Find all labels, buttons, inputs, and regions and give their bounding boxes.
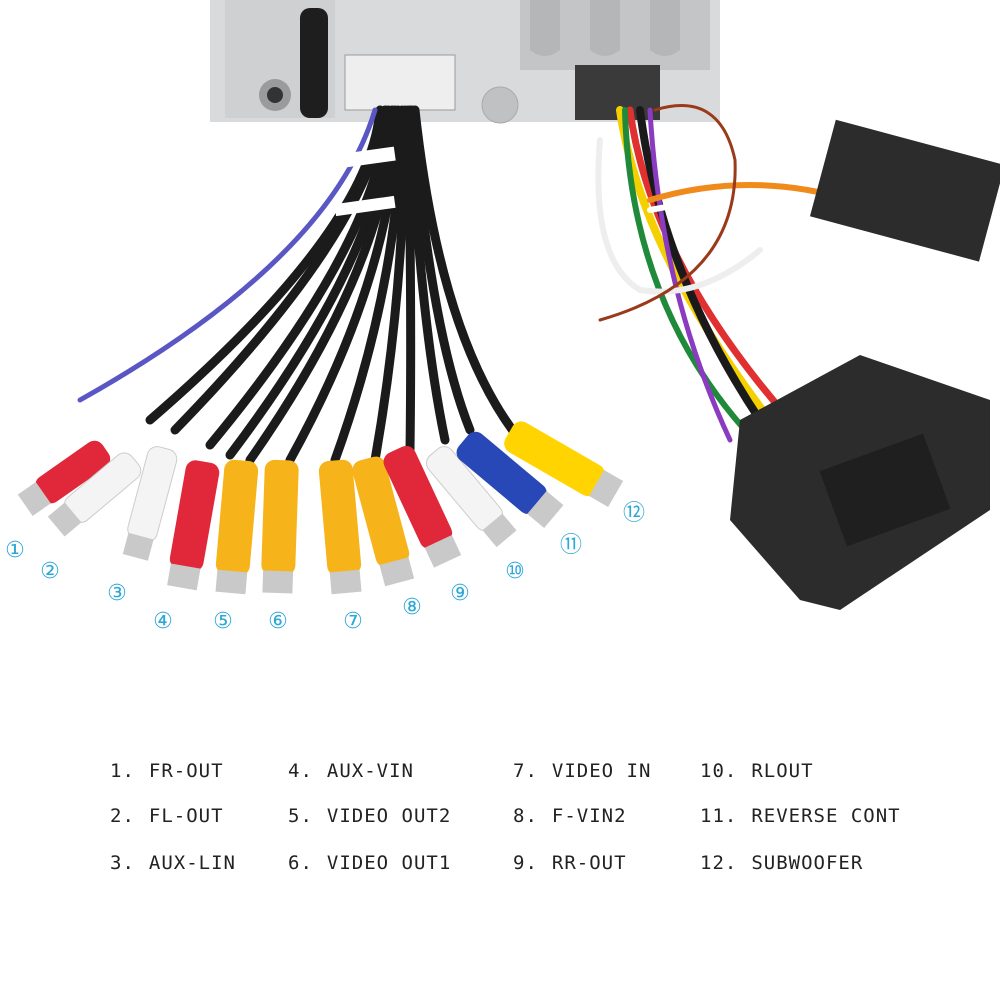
can-box <box>809 119 1000 262</box>
legend-item-7: 7.VIDEO IN <box>513 760 652 782</box>
marker-10: ⑩ <box>505 559 525 584</box>
marker-2: ② <box>40 559 60 584</box>
legend-item-3: 3.AUX-LIN <box>110 852 236 874</box>
marker-8: ⑧ <box>402 595 422 620</box>
marker-3: ③ <box>107 581 127 606</box>
legend-item-6: 6.VIDEO OUT1 <box>288 852 452 874</box>
legend-item-2: 2.FL-OUT <box>110 805 224 827</box>
legend-item-12: 12.SUBWOOFER <box>700 852 864 874</box>
legend-item-9: 9.RR-OUT <box>513 852 627 874</box>
legend-item-10: 10.RLOUT <box>700 760 814 782</box>
marker-labels: ① ② ③ ④ ⑤ ⑥ ⑦ ⑧ ⑨ ⑩ ⑪ ⑫ <box>5 501 645 634</box>
marker-7: ⑦ <box>343 609 363 634</box>
marker-6: ⑥ <box>268 609 288 634</box>
marker-9: ⑨ <box>450 581 470 606</box>
legend-item-5: 5.VIDEO OUT2 <box>288 805 452 827</box>
legend-item-1: 1.FR-OUT <box>110 760 224 782</box>
legend-item-8: 8.F-VIN2 <box>513 805 627 827</box>
marker-12: ⑫ <box>623 501 645 526</box>
rca-cable-bundle <box>77 105 525 465</box>
marker-11: ⑪ <box>560 533 582 558</box>
antenna <box>300 8 328 118</box>
marker-4: ④ <box>153 609 173 634</box>
rca-connectors <box>17 421 624 595</box>
marker-5: ⑤ <box>213 609 233 634</box>
marker-1: ① <box>5 538 25 563</box>
head-unit-rear <box>210 0 720 124</box>
legend-item-11: 11.REVERSE CONT <box>700 805 901 827</box>
legend-item-4: 4.AUX-VIN <box>288 760 414 782</box>
connector-legend: 1.FR-OUT 2.FL-OUT 3.AUX-LIN 4.AUX-VIN 5.… <box>0 740 1000 890</box>
wiring-harness-photo: ① ② ③ ④ ⑤ ⑥ ⑦ ⑧ ⑨ ⑩ ⑪ ⑫ <box>5 0 1000 634</box>
